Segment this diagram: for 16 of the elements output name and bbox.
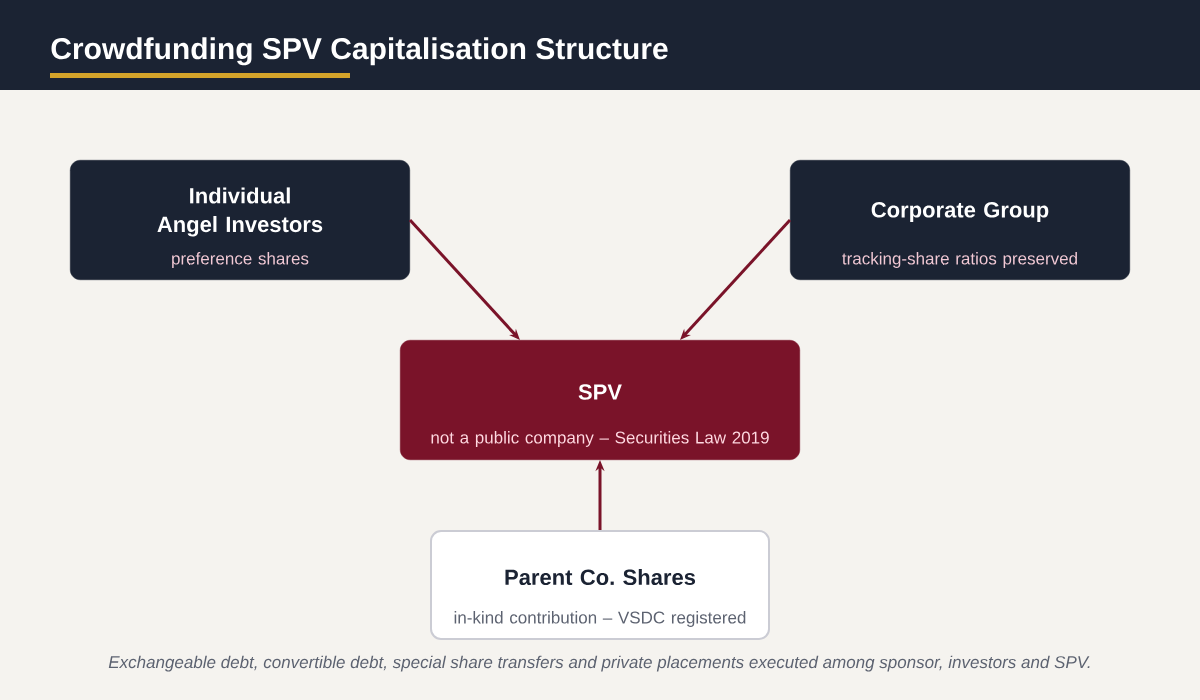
box-subtitle: in-kind contribution – VSDC registered — [454, 611, 746, 627]
arrow — [408, 219, 520, 340]
box-title: Individual Angel Investors — [157, 187, 323, 237]
shares-box — [430, 530, 770, 640]
caption: Exchangeable debt, convertible debt, special share transfers and private placements executed among sponsor, investors and SPV. — [108, 655, 1090, 672]
spv-box — [400, 340, 800, 460]
box-title: Corporate Group — [871, 202, 1049, 222]
group-box — [790, 160, 1130, 280]
box-subtitle: tracking-share ratios preserved — [842, 252, 1077, 268]
box-title: Parent Co. Shares — [505, 568, 696, 586]
diagram-title: Crowdfunding SPV Capitalisation Structure — [51, 37, 668, 66]
investor-box — [70, 160, 410, 280]
box-subtitle: preference shares — [172, 252, 309, 268]
box-title: SPV — [578, 384, 622, 400]
arrow — [680, 219, 792, 340]
box-subtitle: not a public company – Securities Law 2019 — [431, 431, 769, 447]
